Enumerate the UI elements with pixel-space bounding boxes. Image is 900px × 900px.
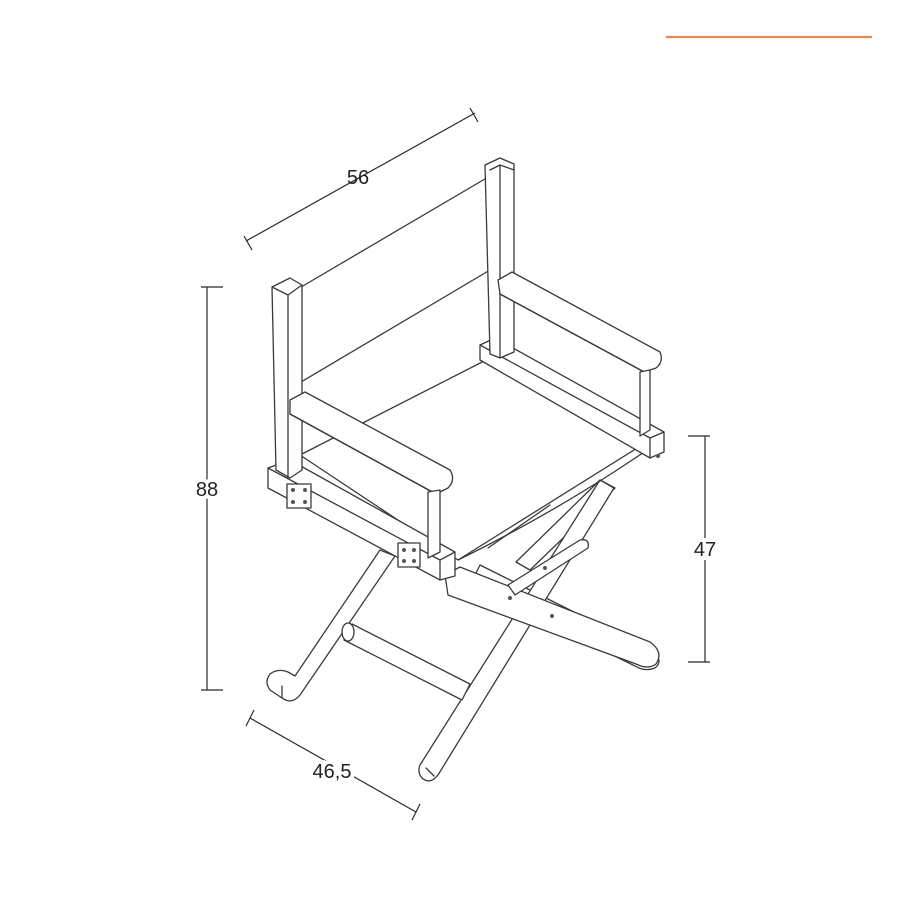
rear-left-post (271, 277, 303, 479)
dimension-height: 88 (192, 286, 223, 691)
seat-brace (507, 539, 589, 618)
dimension-seat-height-label: 47 (694, 539, 716, 561)
right-armrest (497, 271, 662, 437)
left-armrest (289, 391, 454, 559)
stretcher-bar (341, 622, 471, 701)
dimension-width: 56 (243, 107, 479, 251)
rear-right-post (484, 157, 515, 359)
hinge-hardware (286, 454, 660, 568)
backrest (295, 175, 491, 386)
dimension-height-label: 88 (196, 479, 218, 501)
dimension-width-label: 56 (347, 167, 369, 189)
chair-drawing (266, 157, 665, 782)
dimension-seat-height: 47 (688, 435, 720, 663)
dimension-depth: 46,5 (245, 709, 421, 821)
front-left-leg (266, 549, 396, 702)
dimension-depth-label: 46,5 (313, 761, 352, 783)
